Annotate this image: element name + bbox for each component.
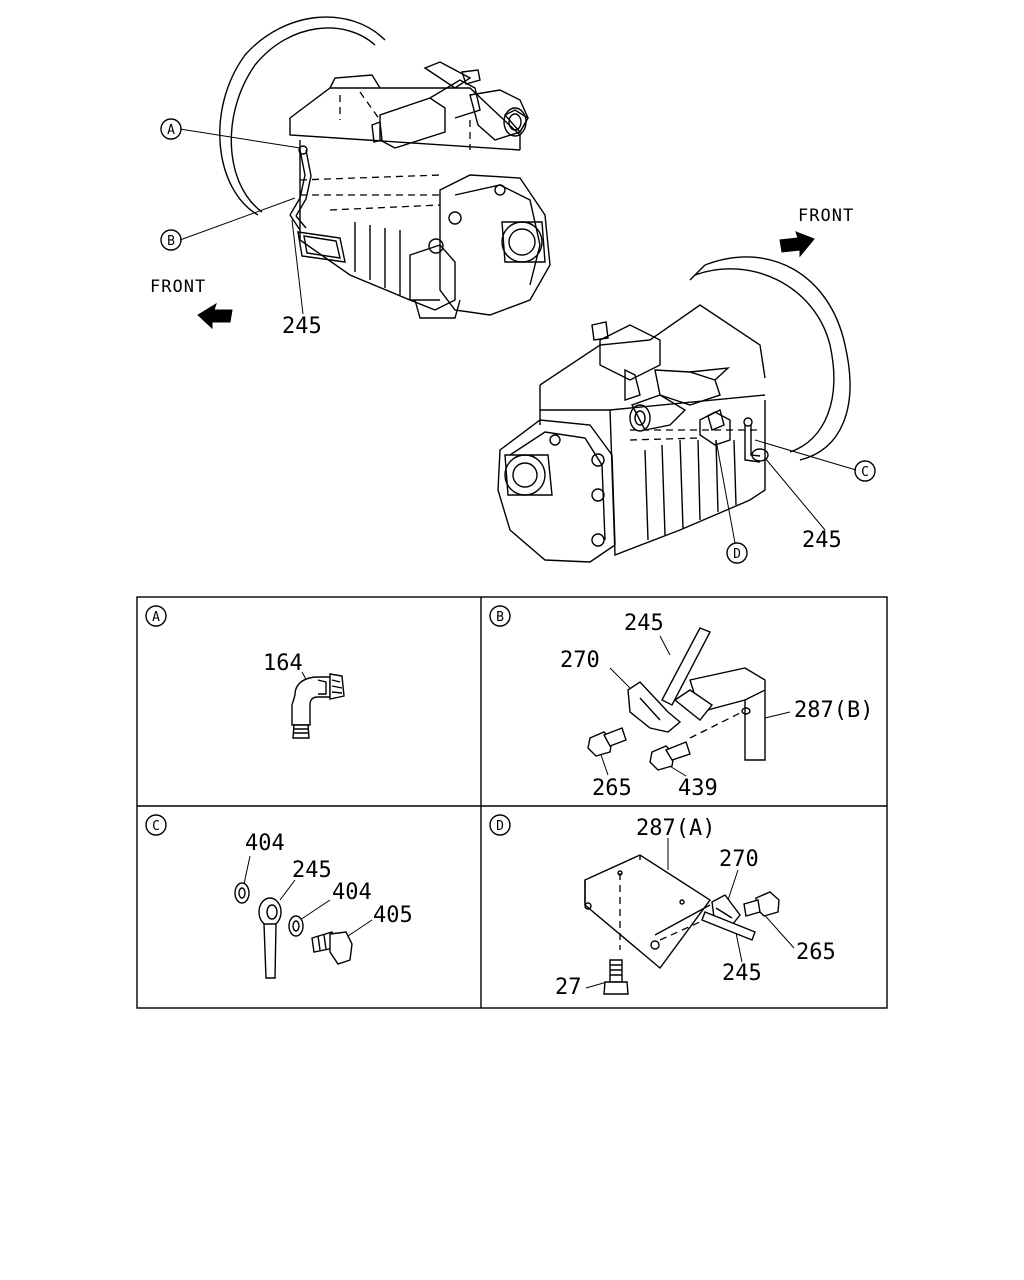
callout-b: B <box>160 229 182 251</box>
part-label-27: 27 <box>555 975 582 1000</box>
svg-text:D: D <box>496 819 504 834</box>
panel-a-circle <box>145 605 167 627</box>
callout-c: C <box>854 460 876 482</box>
detail-panel-b: B 245 270 287(B) 265 439 <box>489 605 873 801</box>
elbow-fitting-164 <box>291 673 345 739</box>
part-label-404-mid: 404 <box>332 880 372 905</box>
part-label-270-b: 270 <box>560 648 600 673</box>
transmission-left-illustration <box>219 16 551 319</box>
part-label-270-d: 270 <box>719 847 759 872</box>
svg-text:C: C <box>861 465 869 480</box>
svg-text:D: D <box>733 547 741 562</box>
part-label-245-b: 245 <box>624 611 664 636</box>
detail-grid <box>136 596 888 1009</box>
panel-d-circle <box>489 814 511 836</box>
callout-d: D <box>726 542 748 564</box>
eye-fitting-245 <box>258 897 282 979</box>
detail-panel-d: D 287(A) 270 265 245 27 <box>489 814 836 1000</box>
front-arrow-left: FRONT <box>150 277 233 330</box>
part-label-245-right: 245 <box>802 528 842 553</box>
part-label-164: 164 <box>263 651 303 676</box>
callout-a: A <box>160 118 182 140</box>
part-label-245-d: 245 <box>722 961 762 986</box>
part-label-287b: 287(B) <box>794 698 873 723</box>
part-label-245-left: 245 <box>282 314 322 339</box>
svg-text:A: A <box>152 610 160 625</box>
front-label-right: FRONT <box>798 206 854 226</box>
svg-text:B: B <box>496 610 504 625</box>
part-label-439: 439 <box>678 776 718 801</box>
svg-text:B: B <box>167 234 175 249</box>
panel-c-circle <box>145 814 167 836</box>
svg-text:C: C <box>152 819 160 834</box>
svg-text:A: A <box>167 123 175 138</box>
front-label-left: FRONT <box>150 277 206 297</box>
panel-b-circle <box>489 605 511 627</box>
transmission-right-illustration <box>497 256 851 563</box>
banjo-bolt-405 <box>311 931 353 965</box>
part-label-405: 405 <box>373 903 413 928</box>
part-label-265-d: 265 <box>796 940 836 965</box>
part-label-404-top: 404 <box>245 831 285 856</box>
detail-panel-a: A 164 <box>145 605 345 739</box>
washer-404-mid <box>288 915 304 937</box>
detail-panel-c: C 404 245 404 405 <box>145 814 413 979</box>
front-arrow-right: FRONT <box>779 206 854 258</box>
washer-404-top <box>234 882 250 904</box>
part-label-265-b: 265 <box>592 776 632 801</box>
part-label-245-c: 245 <box>292 858 332 883</box>
part-label-287a: 287(A) <box>636 816 715 841</box>
